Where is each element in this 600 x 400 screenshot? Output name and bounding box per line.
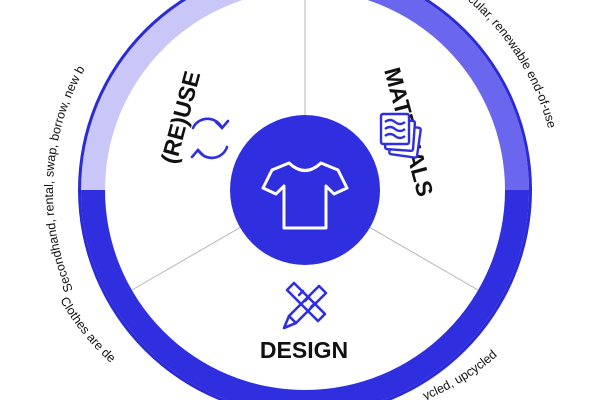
pencil-ruler-icon <box>282 281 328 330</box>
brand-label: BRAND <box>261 332 349 362</box>
center-circle <box>230 115 380 265</box>
brand-outer-text-left: Clothes are de <box>57 294 118 365</box>
tshirt-icon <box>261 161 349 230</box>
recycle-arrows-icon <box>190 117 230 160</box>
fabric-swatches-icon <box>379 112 422 159</box>
design-label: DESIGN <box>260 337 348 363</box>
